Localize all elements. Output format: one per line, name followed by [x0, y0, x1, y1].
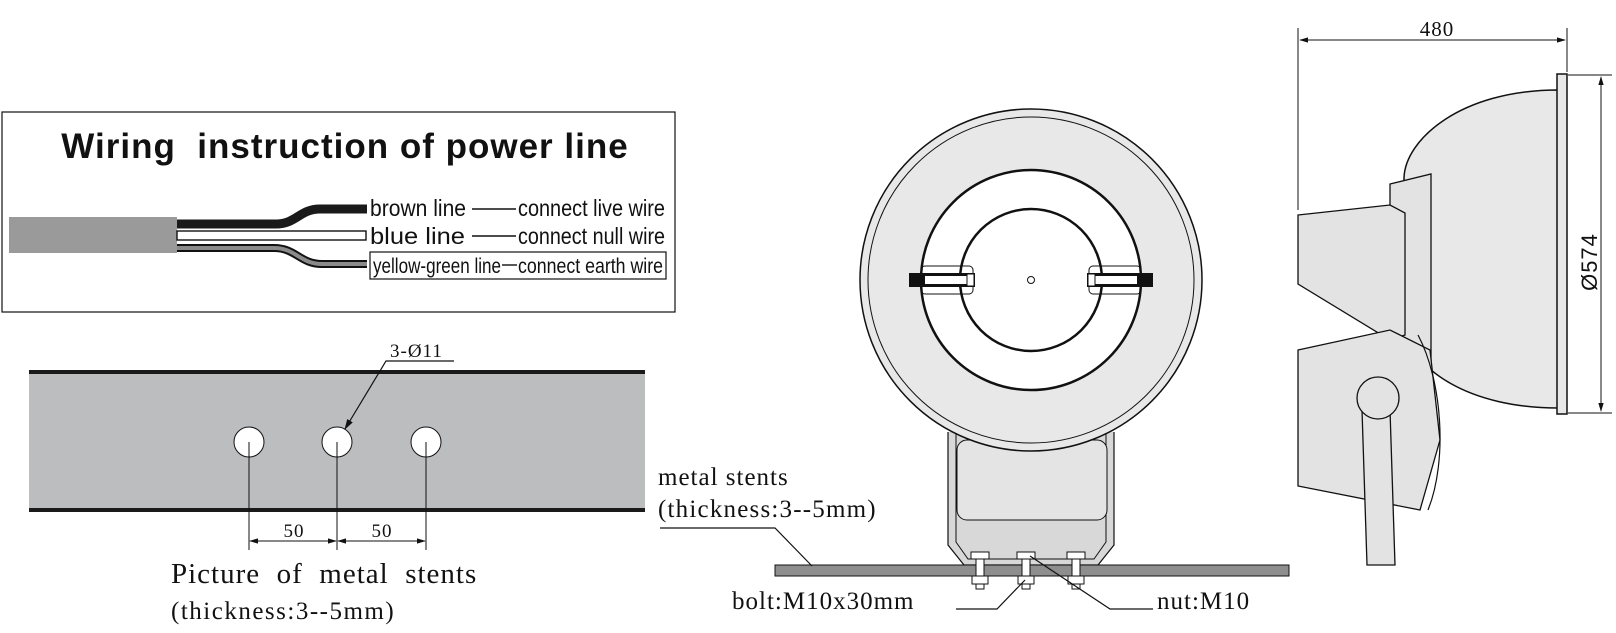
wiring-instruction-panel: Wiring instruction of power line brown l… — [1, 111, 676, 313]
stent-plate-thickness: (thickness:3--5mm) — [171, 598, 395, 625]
floodlight-side-view: 480 Ø574 — [1297, 17, 1612, 566]
bolt-left — [970, 551, 990, 590]
metal-stents-label: metal stents — [658, 464, 789, 491]
yellow-green-line-label: yellow-green line — [373, 255, 501, 278]
upper-housing — [1297, 204, 1406, 341]
cable-sheath — [9, 217, 177, 253]
metal-stent-plate-drawing: 3-Ø11 50 50 Picture of metal stents (thi… — [29, 341, 645, 625]
nut-spec-label: nut:M10 — [1157, 588, 1250, 615]
brown-line-label: brown line — [370, 195, 466, 221]
front-glass-frame — [1556, 73, 1568, 415]
brown-wire — [177, 204, 367, 229]
blue-line-connection: connect null wire — [518, 223, 665, 249]
bolt-spec-label: bolt:M10x30mm — [732, 588, 914, 615]
stent-plate-caption: Picture of metal stents — [171, 558, 477, 590]
bolt-center — [1016, 551, 1036, 590]
floodlight-front-view: metal stents (thickness:3--5mm) bolt:M10… — [658, 108, 1290, 615]
bolt-right — [1066, 551, 1086, 590]
hole-spacing-dim-right: 50 — [372, 521, 393, 542]
diameter-dimension: Ø574 — [1577, 233, 1602, 291]
metal-stent-bar — [774, 564, 1290, 577]
blue-wire — [176, 230, 367, 241]
side-bracket-arm — [1361, 409, 1396, 566]
brown-line-connection: connect live wire — [518, 195, 665, 221]
blue-line-label: blue line — [370, 223, 465, 249]
pivot-knob — [1356, 376, 1400, 420]
width-dimension: 480 — [1420, 17, 1455, 41]
hole-spacing-dim-left: 50 — [284, 521, 305, 542]
metal-stents-thickness-label: (thickness:3--5mm) — [658, 496, 877, 523]
hole-spec-note: 3-Ø11 — [390, 341, 443, 362]
wiring-title: Wiring instruction of power line — [61, 127, 628, 166]
yellow-green-line-connection: connect earth wire — [518, 255, 663, 278]
yellow-green-label-box — [369, 251, 667, 280]
